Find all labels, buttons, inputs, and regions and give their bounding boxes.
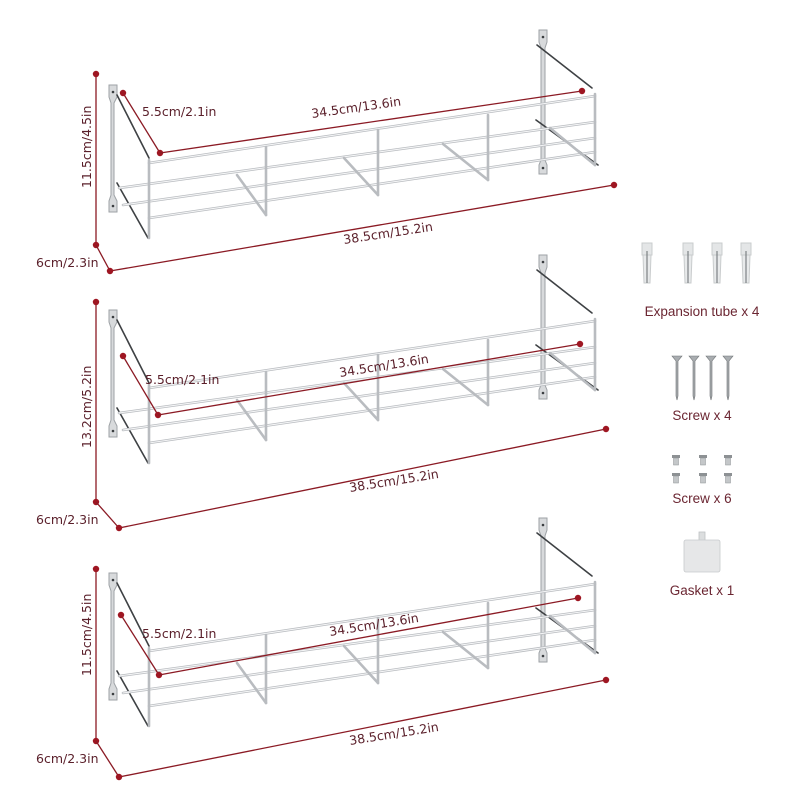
short-screw-label: Screw x 6: [672, 491, 731, 506]
shelf-1-inner-width-label: 34.5cm/13.6in: [310, 94, 402, 121]
shelf-2-depth-label: 6cm/2.3in: [36, 512, 99, 527]
long-screw-icon: [671, 355, 734, 401]
shelf-3-height-label: 11.5cm/4.5in: [79, 594, 94, 676]
short-screw-icon: [672, 455, 732, 484]
long-screw-label: Screw x 4: [672, 408, 732, 423]
shelf-1-depth-label: 6cm/2.3in: [36, 255, 99, 270]
shelf-2-height-label: 13.2cm/5.2in: [79, 366, 94, 448]
shelf-1: 11.5cm/4.5in 6cm/2.3in 38.5cm/15.2in 5.5…: [36, 28, 618, 275]
expansion-tube-label: Expansion tube x 4: [645, 304, 760, 319]
shelf-2: 13.2cm/5.2in 6cm/2.3in 38.5cm/15.2in 5.5…: [36, 253, 610, 532]
shelf-3-arm-label: 5.5cm/2.1in: [142, 626, 216, 641]
gasket-label: Gasket x 1: [670, 583, 735, 598]
accessories-panel: Expansion tube x 4 Screw x 4 Screw x 6 G…: [641, 242, 760, 598]
shelf-3-inner-width-label: 34.5cm/13.6in: [328, 610, 420, 639]
shelf-2-outer-width-label: 38.5cm/15.2in: [348, 466, 440, 495]
shelf-1-height-label: 11.5cm/4.5in: [79, 106, 94, 188]
gasket-icon: [683, 531, 721, 573]
shelf-3-outer-width-label: 38.5cm/15.2in: [348, 719, 440, 748]
shelf-2-arm-label: 5.5cm/2.1in: [145, 372, 219, 387]
shelf-3-depth-label: 6cm/2.3in: [36, 751, 99, 766]
shelf-3: 11.5cm/4.5in 6cm/2.3in 38.5cm/15.2in 5.5…: [36, 516, 610, 781]
expansion-tube-icon: [641, 242, 752, 284]
shelf-1-arm-label: 5.5cm/2.1in: [142, 104, 216, 119]
